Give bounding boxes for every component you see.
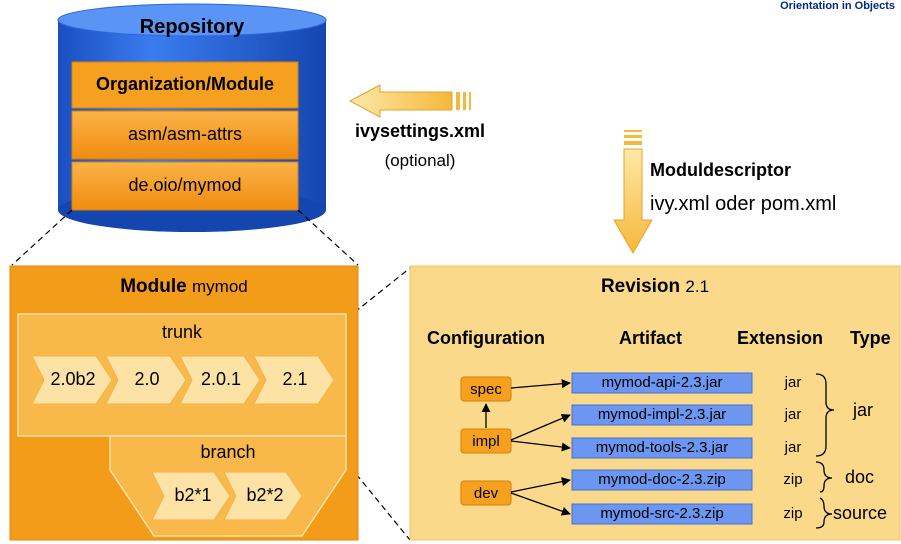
- repository-title: Repository: [139, 16, 245, 38]
- extension-2: jar: [784, 406, 802, 423]
- type-jar: jar: [853, 400, 874, 420]
- version-1: 2.0b2: [50, 369, 96, 389]
- settings-note: (optional): [384, 151, 456, 170]
- config-spec: spec: [470, 381, 502, 398]
- config-impl: impl: [472, 433, 500, 450]
- artifact-4: mymod-doc-2.3.zip: [598, 471, 726, 488]
- repo-row-bg-1: [71, 61, 299, 109]
- type-braces: [815, 373, 835, 529]
- config-dev: dev: [473, 485, 499, 502]
- artifact-boxes: [571, 372, 753, 525]
- trunk-label: trunk: [161, 322, 203, 342]
- extension-4: zip: [783, 471, 803, 488]
- revision-heading: Revision 2.1: [410, 276, 900, 298]
- artifact-5: mymod-src-2.3.zip: [600, 505, 724, 522]
- repo-row-bg-3: [71, 161, 299, 211]
- trunk-chevrons: [31, 355, 335, 405]
- config-box-spec: [460, 376, 512, 402]
- artifact-3: mymod-tools-2.3.jar: [595, 439, 729, 456]
- module-title: Module: [120, 276, 187, 297]
- revision-panel: [409, 265, 901, 541]
- header-type: Type: [850, 328, 891, 348]
- descriptor-arrow: [613, 130, 653, 255]
- revision-title: Revision: [600, 276, 681, 297]
- extension-5: zip: [783, 505, 803, 522]
- repo-row-1: Organization/Module: [96, 74, 274, 94]
- header-artifact: Artifact: [619, 328, 683, 348]
- descriptor-files: ivy.xml oder pom.xml: [650, 193, 837, 215]
- revision-number: 2.1: [685, 277, 710, 296]
- settings-arrow: [348, 84, 471, 118]
- descriptor-title: Moduldescriptor: [650, 160, 792, 180]
- type-doc: doc: [845, 467, 875, 487]
- branch-label: branch: [200, 442, 256, 462]
- header-configuration: Configuration: [427, 328, 545, 348]
- artifact-2: mymod-impl-2.3.jar: [597, 406, 727, 423]
- settings-file: ivysettings.xml: [354, 121, 486, 141]
- branch-version-1: b2*1: [174, 485, 212, 505]
- repo-row-bg-2: [71, 110, 299, 160]
- module-name: mymod: [192, 277, 248, 296]
- extension-1: jar: [784, 374, 802, 391]
- repo-row-2: asm/asm-attrs: [127, 124, 242, 144]
- repo-row-3: de.oio/mymod: [128, 175, 242, 195]
- module-heading: Module mymod: [10, 276, 358, 298]
- version-3: 2.0.1: [200, 369, 242, 389]
- artifact-1: mymod-api-2.3.jar: [601, 374, 723, 391]
- branch-chevrons: [151, 471, 303, 521]
- corner-label: Orientation in Objects: [780, 0, 895, 12]
- branch-version-2: b2*2: [246, 485, 284, 505]
- config-arrows: [481, 379, 571, 516]
- version-2: 2.0: [134, 369, 160, 389]
- type-source: source: [833, 503, 888, 523]
- extension-3: jar: [784, 439, 802, 456]
- version-4: 2.1: [282, 369, 308, 389]
- header-extension: Extension: [737, 328, 824, 348]
